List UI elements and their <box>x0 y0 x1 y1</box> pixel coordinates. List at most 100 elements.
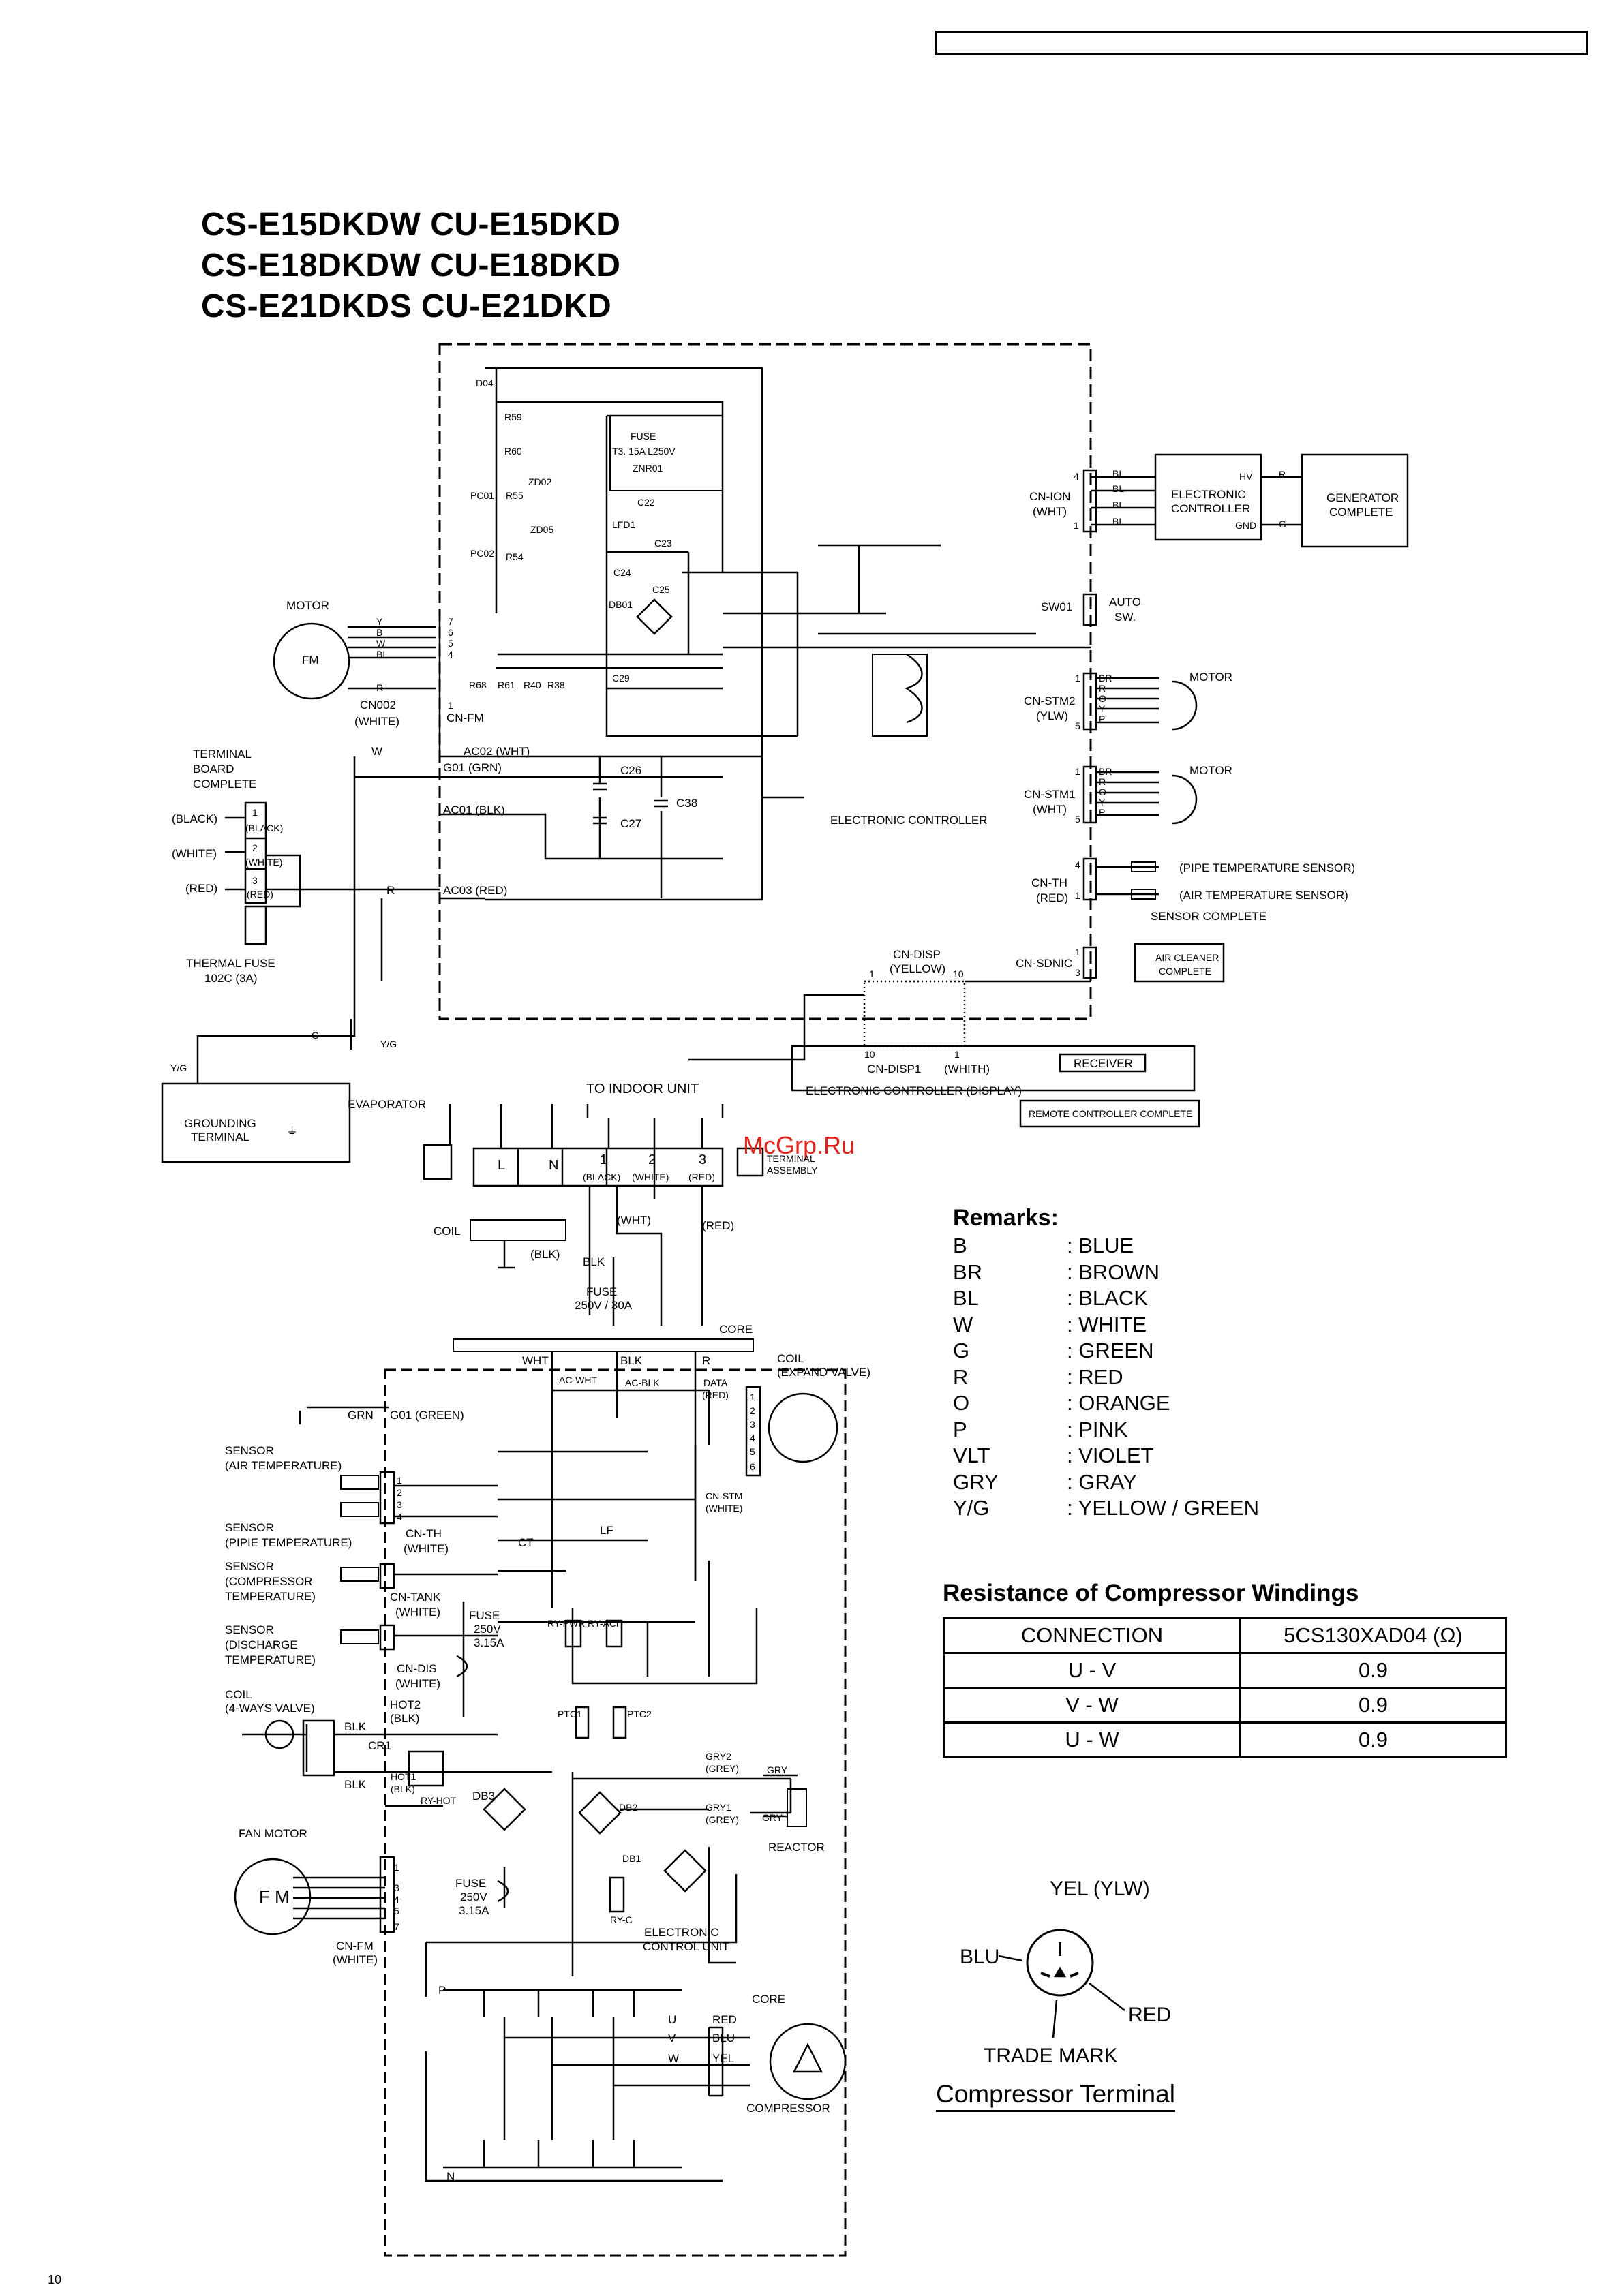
core2-label: CORE <box>752 1993 786 2006</box>
out-cn-th-color: (WHITE) <box>404 1542 449 1555</box>
electronic-controller-label: ELECTRONIC CONTROLLER <box>830 814 988 827</box>
part-zd02: ZD02 <box>528 476 552 487</box>
red-arrow <box>1089 1983 1125 2011</box>
stm2-wire-y: Y <box>1099 703 1106 714</box>
remark-value-bl: : BLACK <box>1067 1286 1148 1310</box>
generator-2: COMPLETE <box>1329 506 1393 519</box>
gry2-2: (GREY) <box>706 1763 739 1774</box>
table-cell: V - W <box>943 1687 1241 1724</box>
motor-wire-b: B <box>376 627 383 638</box>
to-indoor-bracket <box>586 1104 724 1118</box>
controller-wire-2 <box>496 571 799 737</box>
relay-box-wire <box>571 1561 758 1685</box>
core-block <box>708 2026 724 2097</box>
ac-blk-label: AC-BLK <box>625 1377 660 1388</box>
part-znr01: ZNR01 <box>633 463 663 474</box>
stepping-motor-1 <box>1172 774 1198 825</box>
ground-symbol-icon: ⏚ <box>286 1125 298 1138</box>
blk-label: (BLK) <box>530 1248 560 1261</box>
remote-label: REMOTE CONTROLLER COMPLETE <box>1029 1108 1193 1119</box>
remark-code-gry: GRY <box>953 1470 999 1494</box>
evap-ground-wires <box>196 613 441 1084</box>
coil-choke <box>470 1219 566 1241</box>
terminal-board-2: BOARD <box>193 763 234 776</box>
outdoor-unit-section <box>234 1104 847 2257</box>
cn-fm-out-connector <box>379 1856 395 1933</box>
g01: G01 (GRN) <box>443 761 502 774</box>
part-lfd1: LFD1 <box>612 519 636 530</box>
part-fuse: FUSE <box>631 431 656 442</box>
stm2-pin-1: 1 <box>1075 673 1080 684</box>
compressor-motor <box>769 2023 847 2100</box>
stm2-wire-br: BR <box>1099 673 1112 684</box>
pipe-sensor-label: (PIPE TEMPERATURE SENSOR) <box>1179 861 1356 874</box>
terminal-n: N <box>549 1158 559 1173</box>
disp-pin-1: 1 <box>869 968 875 979</box>
receiver-label: RECEIVER <box>1074 1057 1133 1070</box>
blk-b-label: BLK <box>344 1778 367 1791</box>
cn-fm-out-label: CN-FM <box>336 1940 374 1953</box>
page-number: 10 <box>48 2273 62 2286</box>
fuse315-2-b: 250V <box>460 1891 487 1903</box>
line-wires <box>588 1186 703 1326</box>
transformer <box>872 654 928 737</box>
part-c23: C23 <box>654 538 672 549</box>
motor-label: MOTOR <box>286 599 329 612</box>
db3-bridge <box>483 1788 526 1831</box>
fm-pin-5: 5 <box>394 1905 399 1916</box>
ground-yg-2: Y/G <box>380 1039 397 1050</box>
cn-stm1-label: CN-STM1 <box>1024 788 1076 801</box>
ion-pin-4: 4 <box>1074 471 1079 482</box>
v-label: V <box>668 2032 676 2045</box>
stm-coil <box>905 653 923 724</box>
remark-code-yg: Y/G <box>953 1496 990 1520</box>
yel-label: YEL (YLW) <box>1050 1878 1150 1900</box>
sw01 <box>1082 593 1097 626</box>
part-c25: C25 <box>652 584 670 595</box>
sensor-comp-2: (COMPRESSOR <box>225 1575 313 1588</box>
db2-bridge <box>578 1791 622 1835</box>
tb-color-1: (BLACK) <box>245 823 284 833</box>
remark-code-g: G <box>953 1338 970 1362</box>
fuse-box <box>609 415 723 491</box>
ion-generator <box>1301 453 1409 548</box>
fuse30-2: 250V / 30A <box>575 1299 633 1312</box>
transformer-wire <box>818 544 1036 635</box>
terminal-3: 3 <box>699 1152 707 1167</box>
remark-value-o: : ORANGE <box>1067 1391 1170 1415</box>
cn-th-color: (RED) <box>1036 891 1069 904</box>
cn-fm-out-color: (WHITE) <box>333 1953 378 1966</box>
data-label: DATA <box>703 1377 728 1388</box>
remark-value-vlt: : VIOLET <box>1067 1443 1154 1467</box>
cn-stm-color: (WHITE) <box>706 1503 743 1514</box>
cn002-color: (WHITE) <box>354 715 400 728</box>
blu-arrow <box>998 1955 1023 1962</box>
resistance-title: Resistance of Compressor Windings <box>943 1580 1359 1606</box>
tb-color-3: (RED) <box>247 889 273 900</box>
compressor-windings <box>792 2042 823 2073</box>
cap-c27: C27 <box>620 817 642 830</box>
ion-g: G <box>1279 519 1286 530</box>
model-line-1: CS-E15DKDW CU-E15DKD <box>201 206 621 243</box>
igbt-lower <box>443 2140 682 2169</box>
table-row: U - V 0.9 <box>943 1652 1507 1689</box>
outdoor-fan-motor <box>234 1858 312 1935</box>
temp-sensor-wires <box>1096 866 1159 896</box>
ry-pwr <box>564 1619 582 1648</box>
u-label: U <box>668 2013 677 2026</box>
outdoor-dashed-boundary <box>384 1368 847 2257</box>
fuse315-1-c: 3.15A <box>474 1636 504 1649</box>
internal-bus-2 <box>498 1450 695 1623</box>
coil-expand-1: COIL <box>777 1352 804 1365</box>
remark-value-br: : BROWN <box>1067 1260 1160 1284</box>
v-color: BLU <box>712 2032 735 2045</box>
sensor-air-1: SENSOR <box>225 1444 274 1457</box>
core-bar <box>453 1338 754 1352</box>
gry2-1: GRY2 <box>706 1751 731 1762</box>
expand-valve-coil <box>768 1392 838 1463</box>
fuse315-1-a: FUSE <box>469 1609 500 1622</box>
ev-connector <box>745 1386 761 1477</box>
ion-pin-1: 1 <box>1074 520 1079 531</box>
db3-label: DB3 <box>472 1790 496 1803</box>
